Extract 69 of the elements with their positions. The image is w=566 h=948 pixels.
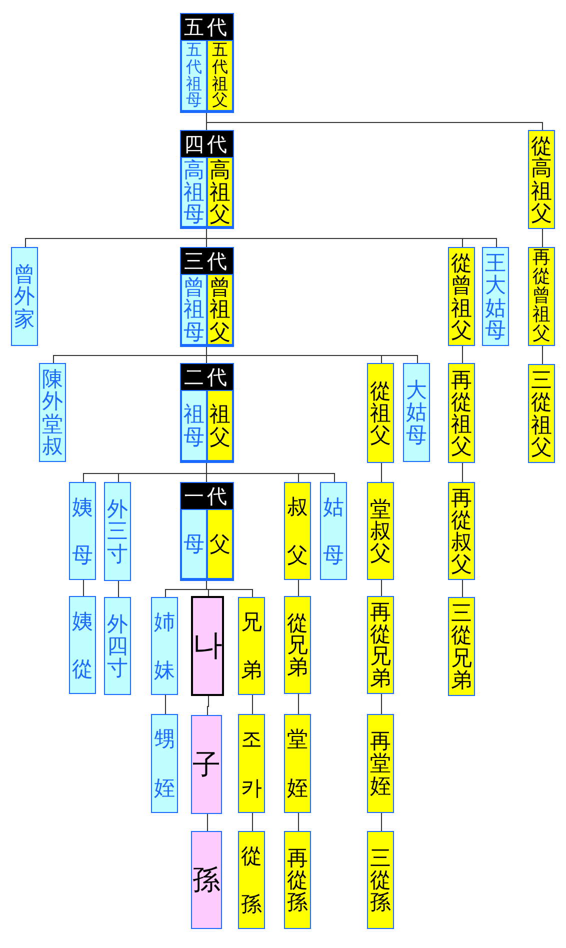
relative-box: 從祖父 [367,363,394,463]
connector-line [462,580,463,598]
relative-box: 曾外家 [11,247,38,346]
relative-box: 再從曾祖父 [528,247,555,346]
relative-box: 조카 [238,714,265,813]
relative-box: 曾祖母 [181,274,207,345]
connector-line [381,580,382,596]
generation-header: 四代 [181,131,233,157]
relative-box: 高祖父 [207,157,233,227]
connector-line [206,462,335,482]
connector-line [252,694,253,714]
relative-box: 再從叔父 [448,482,475,580]
relative-box: 再從祖父 [448,363,475,463]
relative-box: 從兄弟 [284,596,311,694]
generation-header: 一代 [181,483,233,509]
relative-box: 堂姪 [284,714,311,813]
relative-box: 從曾祖父 [448,247,475,346]
relative-box: 高祖母 [181,157,207,227]
connector-line [381,694,382,714]
generation-header: 三代 [181,248,233,274]
generation-header: 五代 [181,14,233,40]
descendant-box: 子 [191,715,222,814]
relative-box: 甥姪 [151,714,178,813]
connector-line [206,346,418,364]
relative-box: 祖父 [207,390,233,461]
relative-box: 從高祖父 [528,130,555,229]
relative-box: 姑母 [320,482,347,580]
connector-line [298,580,299,596]
relative-box: 從孫 [238,831,265,929]
relative-box: 再從兄弟 [367,596,394,694]
relative-box: 王大姑母 [482,247,509,346]
connector-line [207,814,208,832]
relative-box: 兄弟 [238,597,265,695]
relative-box: 再堂姪 [367,714,394,813]
connector-line [165,694,166,714]
relative-box: 大姑母 [403,363,430,462]
relative-box: 叔父 [284,482,311,580]
relative-box: 姉妹 [151,597,178,695]
relative-box: 五代祖父 [207,40,233,111]
connector-line [542,228,543,248]
relative-box: 祖母 [181,390,207,461]
connector-line [207,696,209,716]
connector-line [298,694,299,714]
relative-box: 五代祖母 [181,40,207,111]
relative-box: 三從孫 [367,831,394,929]
connector-line [462,346,463,364]
relative-box: 再從孫 [284,831,311,929]
relative-box: 堂叔父 [367,482,394,580]
relative-box: 父 [207,509,233,579]
connector-line [83,580,84,596]
relative-box: 外四寸 [104,597,131,695]
connector-line [542,346,543,364]
generation-header: 二代 [181,364,233,390]
connector-line [252,812,253,832]
connector-line [118,580,119,598]
connector-line [298,812,299,832]
connector-line [381,812,382,832]
relative-box: 三從兄弟 [448,597,475,696]
self-box: 나 [191,596,224,696]
relative-box: 姨母 [69,482,96,580]
relative-box: 三從祖父 [528,364,555,463]
relative-box: 陳外堂叔 [39,363,66,462]
relative-box: 曾祖父 [207,274,233,345]
relative-box: 姨從 [69,596,96,694]
connector-line [462,462,463,482]
relative-box: 外三寸 [104,482,131,581]
connector-line [381,462,382,482]
relative-box: 母 [181,509,207,579]
descendant-box: 孫 [191,831,222,929]
